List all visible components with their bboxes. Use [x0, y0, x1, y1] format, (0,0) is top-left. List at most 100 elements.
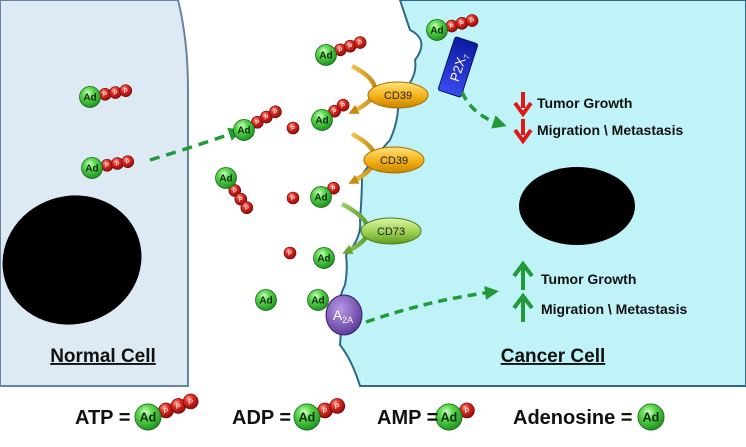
phosphate-letter: P	[332, 187, 336, 193]
phosphate-letter: P	[115, 162, 119, 168]
legend-adenosine-label: Adenosine =	[513, 407, 632, 429]
down-migration-text: Migration \ Metastasis	[537, 122, 683, 138]
adenosine-letters: Ad	[83, 93, 96, 104]
phosphate-letter: P	[341, 104, 345, 110]
cd39-enzyme-lower: CD39	[363, 146, 425, 174]
phosphate-group	[286, 121, 300, 135]
phosphate-letter: P	[335, 402, 340, 411]
adenosine-core	[255, 289, 277, 311]
svg-text:A2A: A2A	[333, 307, 353, 325]
phosphate-group	[269, 105, 282, 119]
phosphate-group	[328, 104, 341, 118]
phosphate-letter: P	[450, 24, 454, 30]
phosphate-letter: P	[105, 164, 109, 170]
phosphate-letter: P	[291, 196, 295, 202]
phosphate-group	[329, 398, 346, 414]
cd73-label: CD73	[377, 226, 405, 238]
adenosine-molecule-free: Ad	[255, 289, 277, 311]
legend-amp-label: AMP =	[377, 407, 438, 429]
normal-cell-label: Normal Cell	[50, 346, 156, 367]
phosphate-letter: P	[233, 189, 237, 195]
legend-adenosine-icon: Ad	[637, 403, 665, 431]
phosphate-group	[228, 184, 242, 197]
down-migration-effect: Migration \ Metastasis	[513, 119, 683, 145]
phosphate-letter: P	[188, 397, 193, 406]
phosphate-group	[353, 36, 367, 49]
phosphate-letter: P	[255, 121, 259, 127]
up-tumor-growth-effect: Tumor Growth	[512, 260, 636, 290]
phosphate-letter: P	[333, 110, 337, 116]
free-phosphate-2: P	[286, 191, 300, 205]
adenosine-letters: Ad	[314, 193, 327, 204]
phosphate-group	[327, 181, 340, 195]
amp-molecule: P Ad	[310, 181, 340, 208]
adenosine-molecule: Ad	[313, 247, 335, 269]
phosphate-letter: P	[113, 91, 117, 97]
phosphate-letter: P	[288, 251, 292, 257]
adenosine-letters: Ad	[643, 410, 660, 424]
adenosine-core	[310, 186, 332, 208]
phosphate-group	[465, 14, 479, 27]
legend: ATP = ADP = AMP = Adenosine =	[75, 407, 632, 429]
svg-text:P2X7: P2X7	[447, 51, 472, 84]
adenosine-core	[81, 157, 103, 179]
down-tumor-growth-effect: Tumor Growth	[513, 92, 632, 118]
phosphate-letter: P	[163, 406, 168, 415]
adenosine-core	[313, 247, 335, 269]
phosphate-letter: P	[103, 93, 107, 99]
phosphate-group	[182, 393, 199, 410]
phosphate-letter: P	[470, 19, 474, 25]
adenosine-core	[293, 403, 321, 431]
normal-cell-nucleus	[2, 195, 142, 325]
adenosine-core	[637, 403, 665, 431]
phosphate-letter: P	[273, 110, 277, 116]
adenosine-letters: Ad	[219, 174, 232, 185]
phosphate-letter: P	[460, 22, 464, 28]
adenosine-letters: Ad	[237, 126, 250, 137]
adenosine-letters: Ad	[430, 26, 443, 37]
phosphate-letter: P	[291, 126, 295, 132]
legend-atp-label: ATP =	[75, 407, 130, 429]
p2x7-label: P2X	[447, 55, 469, 83]
free-phosphate-3: P	[283, 246, 297, 260]
cd73-enzyme: CD73	[360, 217, 422, 245]
phosphate-letter: P	[338, 48, 342, 54]
adenosine-letters: Ad	[299, 410, 316, 424]
phosphate-letter: P	[245, 206, 249, 212]
phosphate-letter: P	[348, 44, 352, 50]
up-migration-text: Migration \ Metastasis	[541, 301, 687, 317]
phosphate-group	[283, 246, 297, 260]
adenosine-core	[307, 289, 329, 311]
p2x7-subscript: 7	[462, 53, 472, 61]
adenosine-core	[233, 119, 255, 141]
down-tumor-growth-text: Tumor Growth	[537, 95, 632, 111]
a2a-subscript: 2A	[342, 315, 353, 325]
adenosine-core	[426, 19, 448, 41]
adenosine-letters: Ad	[317, 254, 330, 265]
adenosine-core	[79, 86, 101, 108]
normal-cell-membrane	[0, 0, 189, 387]
adenosine-molecule-bound-a2a: Ad	[307, 289, 329, 311]
p2x7-signal-arrow	[460, 91, 507, 129]
a2a-label: A	[333, 307, 343, 323]
adenosine-letters: Ad	[311, 296, 324, 307]
phosphate-letter: P	[126, 160, 130, 166]
phosphate-letter: P	[264, 115, 268, 121]
adenosine-letters: Ad	[85, 164, 98, 175]
adenosine-letters: Ad	[140, 410, 157, 424]
phosphate-letter: P	[358, 41, 362, 47]
adenosine-letters: Ad	[259, 296, 272, 307]
adenosine-core	[315, 44, 337, 66]
a2a-signal-arrow	[365, 285, 499, 324]
adenosine-core	[215, 167, 237, 189]
adenosine-core	[311, 109, 333, 131]
